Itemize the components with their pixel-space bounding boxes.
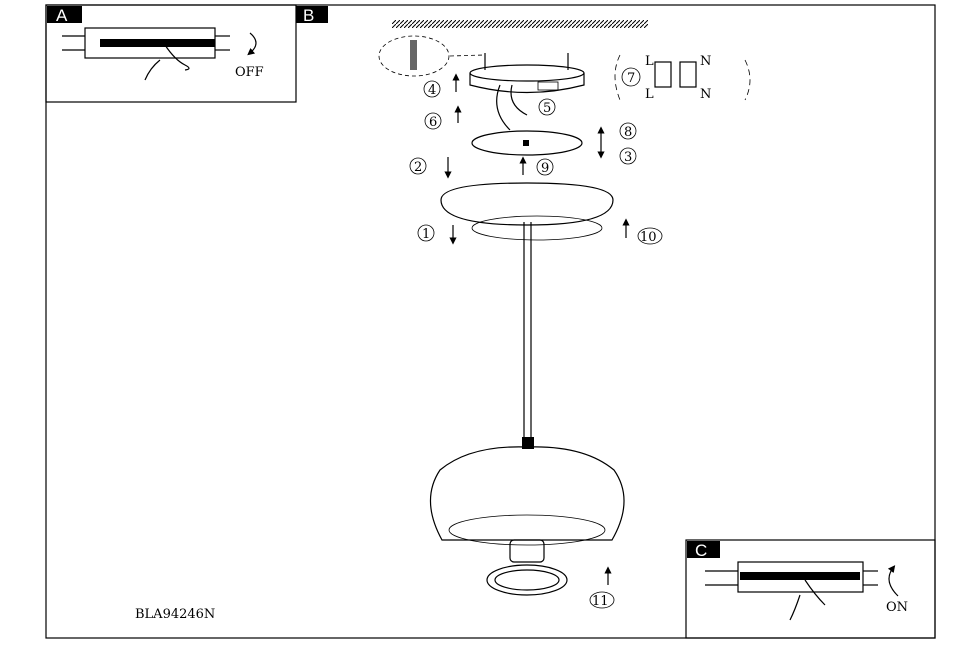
terminal-block-neutral [679,61,697,88]
step-3: 3 [624,150,632,165]
wall-plug-callout [378,35,450,77]
mounting-plate [471,130,583,156]
breaker-panel-off [62,27,230,81]
step-10: 10 [640,230,657,245]
step-6: 6 [429,115,437,130]
panel-a: A OFF [45,4,297,103]
lamp-socket [509,539,545,563]
step-5: 5 [543,101,551,116]
arrows [444,73,630,585]
step-9: 9 [541,161,549,176]
panel-c-label: C [695,541,707,560]
rotate-on-arrow-icon [887,565,899,597]
off-label: OFF [235,65,264,80]
ceiling-cover [440,182,614,226]
step-8: 8 [624,125,632,140]
on-label: ON [886,600,908,615]
panel-c: C ON [685,539,936,639]
breaker-panel-on [737,561,864,593]
model-code: BLA94246N [135,607,215,622]
step-2: 2 [414,160,422,175]
glass-shade [429,446,625,541]
shade-ring [486,564,568,596]
panel-b-label: B [303,6,314,25]
rotate-off-arrow-icon [247,32,257,56]
step-4: 4 [428,83,436,98]
terminal-block-live [654,61,672,88]
terminal-label-live-bottom: L [645,87,654,102]
terminal-label-neutral-bottom: N [700,87,711,102]
wall-plug-icon [410,40,417,70]
step-11: 11 [592,594,609,609]
outer-frame [45,4,936,639]
panel-a-label: A [56,6,68,25]
step-labels: 4 6 2 9 5 7 8 3 1 10 11 [409,67,663,609]
ceiling-canopy [469,64,585,82]
terminal-label-live-top: L [645,54,654,69]
step-7: 7 [627,71,635,86]
step-1: 1 [422,227,430,242]
panel-b-badge [296,6,328,23]
terminal-label-neutral-top: N [700,54,711,69]
ceiling-icon [392,20,648,28]
